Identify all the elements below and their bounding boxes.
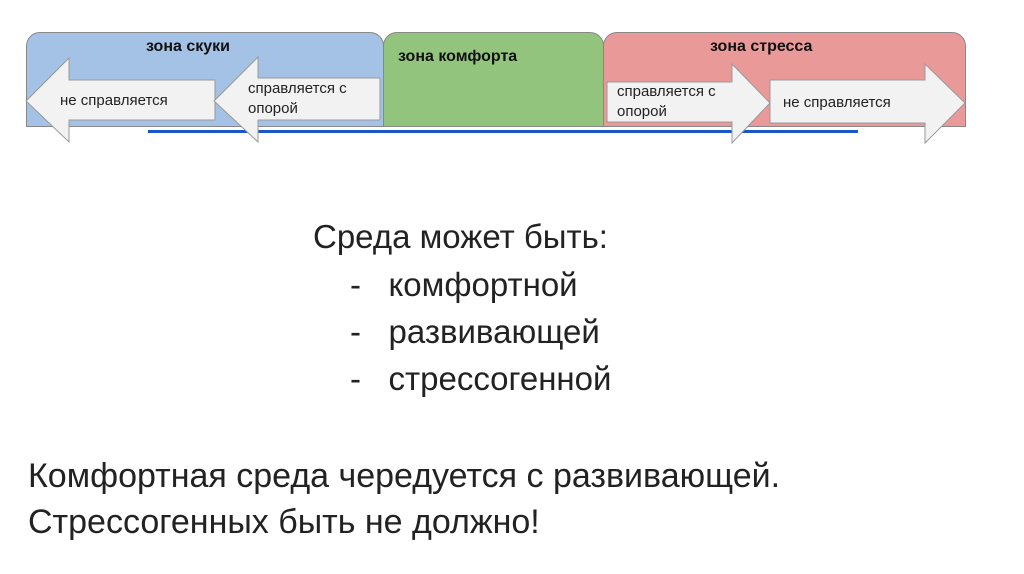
arrow-label: справляется с опорой (248, 80, 347, 117)
boredom-zone-title: зона скуки (146, 38, 230, 55)
axis-line (148, 130, 858, 133)
left-arrow-icon (213, 55, 381, 144)
stress-zone-title: зона стресса (710, 38, 813, 55)
arrow-label: не справляется (60, 92, 168, 109)
list-item: - стрессогенной (350, 360, 612, 397)
arrow-label: не справляется (783, 94, 891, 111)
right-arrow-icon (769, 62, 966, 145)
conclusion-line: Комфортная среда чередуется с развивающе… (28, 457, 781, 495)
list-item: - комфортной (350, 266, 578, 303)
heading: Среда может быть: (313, 218, 608, 255)
comfort-zone (383, 32, 604, 127)
arrows-layer (25, 55, 966, 145)
conclusion-line: Стрессогенных быть не должно! (28, 503, 540, 541)
arrow-label: справляется с опорой (617, 83, 716, 120)
right-arrow-icon (606, 62, 771, 145)
comfort-zone-title: зона комфорта (398, 48, 518, 65)
list-item: - развивающей (350, 313, 600, 350)
